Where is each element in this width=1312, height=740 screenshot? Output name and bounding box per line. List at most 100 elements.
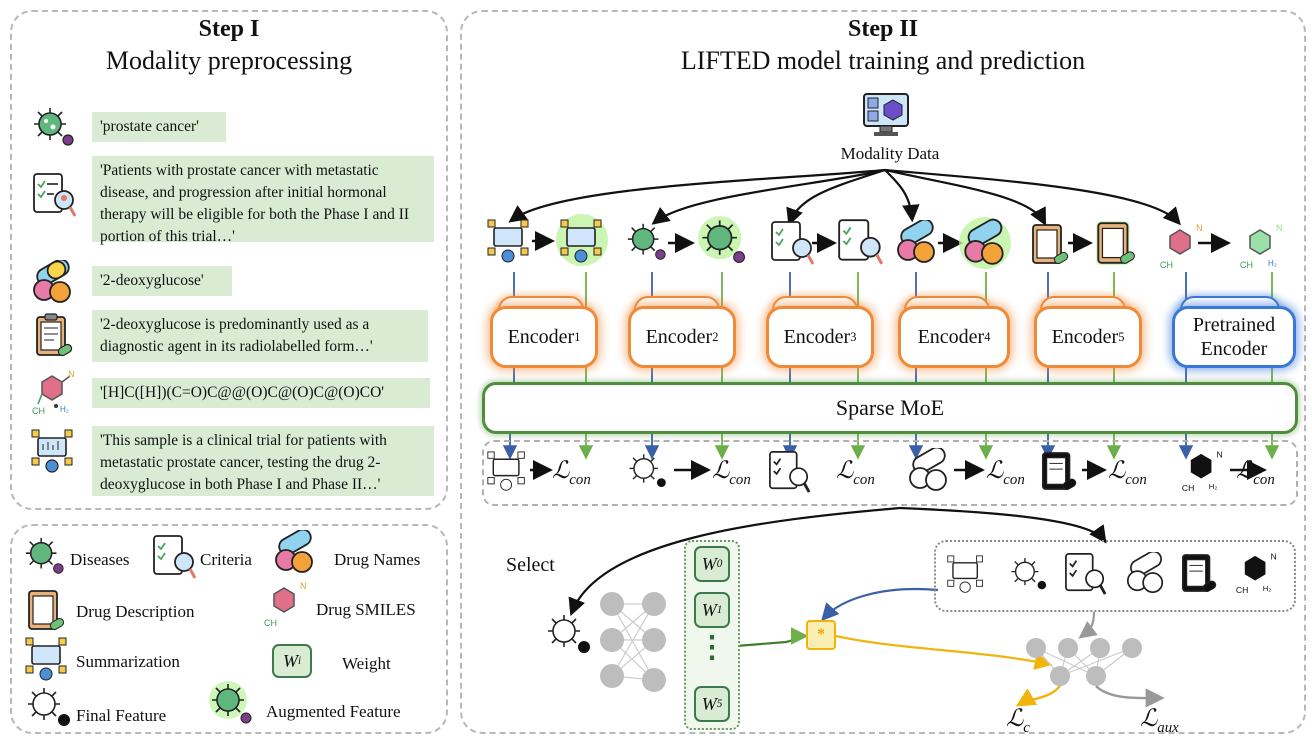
encoder-1-label: Encoder [507, 325, 575, 348]
molecule-output-icon: N CH H₂ [1182, 450, 1223, 494]
molecule-input-icon: N CH [1160, 223, 1203, 270]
disease-output-icon [629, 454, 666, 488]
encoder-2-label: Encoder [645, 325, 713, 348]
loss-aux-sub: aux [1157, 719, 1179, 736]
disease-virus-icon [34, 108, 74, 146]
lcon-5: ℒcon [1108, 456, 1147, 489]
sparse-moe-label: Sparse MoE [835, 395, 945, 420]
lcon-3: ℒcon [836, 456, 875, 489]
step2-subtitle: LIFTED model training and prediction [680, 46, 1086, 75]
drug-description-augmented-icon [1096, 221, 1135, 265]
lcon-1-symbol: ℒ [552, 458, 570, 484]
svg-text:N: N [68, 369, 75, 379]
encoder-2-sub: 2 [712, 329, 719, 344]
drug-capsule-icon [33, 260, 71, 303]
lcon-5-sub: con [1125, 471, 1147, 488]
final-feature-legend-icon [28, 688, 70, 726]
summarization-augmented-icon [556, 214, 608, 266]
summarization-icon [31, 429, 73, 473]
text-smiles: '[H]C([H])(C=O)C@@(O)C@(O)C@(O)CO' [92, 378, 430, 408]
step2-panel [460, 10, 1306, 734]
molecule-icon: N CH H₂ [32, 369, 75, 416]
lcon-2-sub: con [729, 471, 751, 488]
output-row-box [482, 440, 1298, 506]
modality-data-monitor-icon [863, 93, 909, 136]
encoder-5-sub: 5 [1118, 329, 1125, 344]
box-disease-icon [1011, 558, 1047, 590]
svg-text:CH: CH [32, 406, 45, 416]
svg-text:CH: CH [264, 618, 277, 628]
multiply-symbol: * [817, 626, 825, 643]
select-label: Select [506, 554, 555, 576]
step2-title: Step II [847, 16, 919, 42]
weight-w0-symbol: W [701, 553, 717, 574]
loss-c-symbol: ℒ [1006, 706, 1024, 732]
text-summarization: 'This sample is a clinical trial for pat… [92, 426, 434, 496]
weight-w1-symbol: W [701, 599, 717, 620]
drug-description-output-icon [1041, 452, 1077, 490]
summarization-input-icon [487, 219, 529, 263]
legend-weight: Weight [342, 654, 391, 673]
summarization-legend-icon [25, 637, 67, 681]
modality-data-label: Modality Data [840, 144, 940, 163]
drug-description-input-icon [1032, 224, 1069, 264]
features-box [934, 540, 1296, 612]
drug-description-legend-icon [28, 590, 65, 630]
legend-drug-smiles: Drug SMILES [316, 600, 416, 619]
lcon-3-symbol: ℒ [836, 458, 854, 484]
text-disease: 'prostate cancer' [92, 112, 226, 142]
multiply-node: * [806, 620, 836, 650]
drug-description-icon [36, 313, 73, 357]
lcon-2-symbol: ℒ [712, 458, 730, 484]
legend-drug-description: Drug Description [76, 602, 195, 621]
box-criteria-icon [1065, 553, 1107, 595]
svg-text:N: N [1196, 223, 1203, 233]
legend-final-feature: Final Feature [76, 706, 167, 725]
drug-smiles-legend-icon: N CH [264, 581, 307, 628]
weight-w5-sub: 5 [716, 698, 723, 710]
weight-legend-sub: i [297, 655, 302, 667]
svg-text:CH: CH [1182, 483, 1194, 493]
pretrained-encoder: Pretrained Encoder [1172, 306, 1296, 368]
lcon-5-symbol: ℒ [1108, 458, 1126, 484]
lcon-4-symbol: ℒ [986, 458, 1004, 484]
criteria-augmented-icon [838, 219, 884, 265]
svg-text:CH: CH [1240, 260, 1253, 270]
box-drug-name-icon [1126, 552, 1164, 594]
svg-text:H₂: H₂ [1209, 482, 1218, 491]
encoder-3-label: Encoder [783, 325, 851, 348]
encoder-5-label: Encoder [1051, 325, 1119, 348]
lcon-1: ℒcon [552, 456, 591, 489]
drug-name-input-icon [897, 220, 935, 263]
loss-c-sub: c [1023, 719, 1030, 736]
sparse-moe-block: Sparse MoE [482, 382, 1298, 434]
lcon-4: ℒcon [986, 456, 1025, 489]
criteria-input-icon [771, 221, 815, 265]
criteria-output-icon [769, 451, 811, 493]
augmented-feature-legend-icon [209, 681, 252, 724]
drug-names-legend-icon [275, 530, 313, 573]
lcon-3-sub: con [853, 471, 875, 488]
step1-panel [10, 10, 448, 510]
encoder-3-sub: 3 [850, 329, 857, 344]
weight-w0-sub: 0 [716, 558, 723, 570]
final-feature-icon [548, 615, 590, 653]
svg-text:H₂: H₂ [60, 405, 69, 414]
legend-panel [10, 524, 448, 734]
text-criteria: 'Patients with prostate cancer with meta… [92, 156, 434, 245]
weight-w5-symbol: W [701, 693, 717, 714]
box-drug-description-icon [1181, 554, 1217, 593]
svg-text:N: N [1270, 552, 1276, 562]
svg-text:N: N [1216, 450, 1222, 460]
svg-text:H₂: H₂ [1263, 584, 1272, 593]
lcon-1-sub: con [569, 471, 591, 488]
disease-input-icon [627, 223, 666, 260]
box-molecule-icon: N CH H₂ [1236, 552, 1277, 596]
legend-diseases: Diseases [70, 550, 130, 569]
